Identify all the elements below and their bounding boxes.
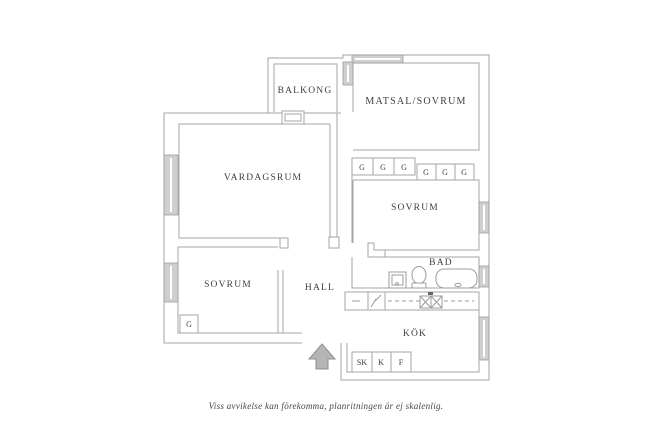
wardrobes: G G G G G G [351, 157, 475, 181]
room-vardagsrum: VARDAGSRUM [178, 123, 330, 249]
bad-door-jamb [367, 242, 386, 258]
stove-knob [428, 292, 433, 295]
vardagsrum-outline-a [178, 123, 282, 239]
room-label-sovrum-lower: SOVRUM [204, 280, 252, 290]
sink [388, 271, 407, 289]
wardrobe-label: G [359, 163, 365, 172]
matsal-outline [353, 62, 480, 151]
toilet [411, 266, 427, 284]
room-kok: SK K F KÖK [346, 310, 480, 373]
room-label-vardagsrum: VARDAGSRUM [224, 173, 302, 183]
window-pane [347, 65, 349, 82]
dishwasher-symbol [370, 294, 382, 308]
room-sovrum-lower: G SOVRUM [177, 246, 302, 334]
wardrobe [393, 157, 416, 176]
wardrobe-label: G [380, 163, 386, 172]
balcony-door-inner [284, 113, 302, 122]
room-hall: HALL [305, 283, 335, 293]
window-pane [483, 320, 485, 357]
room-label-bad: BAD [429, 258, 453, 268]
outer-wall-left [163, 112, 302, 344]
room-label-matsal-sovrum: MATSAL/SOVRUM [365, 96, 466, 107]
bathtub-drain [454, 282, 462, 288]
disclaimer-caption: Viss avvikelse kan förekomma, planritnin… [208, 401, 444, 411]
wardrobe-label: G [423, 168, 429, 177]
room-balkong: BALKONG [273, 63, 338, 125]
window-pane [170, 158, 172, 212]
room-label-kok: KÖK [403, 327, 427, 339]
wardrobe-label: G [461, 168, 467, 177]
kitchen-counter [344, 291, 480, 311]
kitchen-unit-label-sk: SK [357, 358, 367, 367]
toilet-base [411, 282, 427, 289]
sovrum-upper-outline [353, 179, 480, 251]
room-sovrum-upper: SOVRUM [352, 179, 480, 251]
counter-outline [344, 291, 480, 311]
room-label-hall: HALL [305, 283, 335, 293]
wardrobe-label: G [401, 163, 407, 172]
window-pane [170, 266, 172, 299]
balcony-outline [273, 63, 338, 112]
kitchen-unit-label-f: F [399, 358, 404, 367]
window-pane [483, 269, 485, 284]
window-pane [355, 58, 400, 60]
door-jamb-vardagsrum [279, 237, 289, 249]
bathtub [435, 268, 478, 289]
wardrobe-label: G [186, 320, 192, 329]
room-label-balkong: BALKONG [278, 86, 333, 96]
central-walls [328, 63, 354, 249]
wardrobe [179, 314, 199, 334]
stove-cross-symbol [419, 295, 443, 309]
kitchen-unit [390, 351, 412, 373]
entrance-arrow-icon [307, 343, 337, 370]
room-label-sovrum-upper: SOVRUM [391, 203, 439, 213]
room-matsal-sovrum: MATSAL/SOVRUM [353, 62, 480, 151]
outer-wall-right [267, 54, 490, 381]
room-bad: BAD [351, 242, 480, 289]
kitchen-unit-label-k: K [378, 358, 384, 367]
wardrobe-label: G [442, 168, 448, 177]
door-jamb-hall [328, 236, 340, 249]
sink-drain [395, 282, 399, 286]
windows [163, 54, 490, 361]
bad-outline [351, 256, 480, 289]
counter-dividers [367, 292, 386, 310]
window-pane [483, 205, 485, 230]
